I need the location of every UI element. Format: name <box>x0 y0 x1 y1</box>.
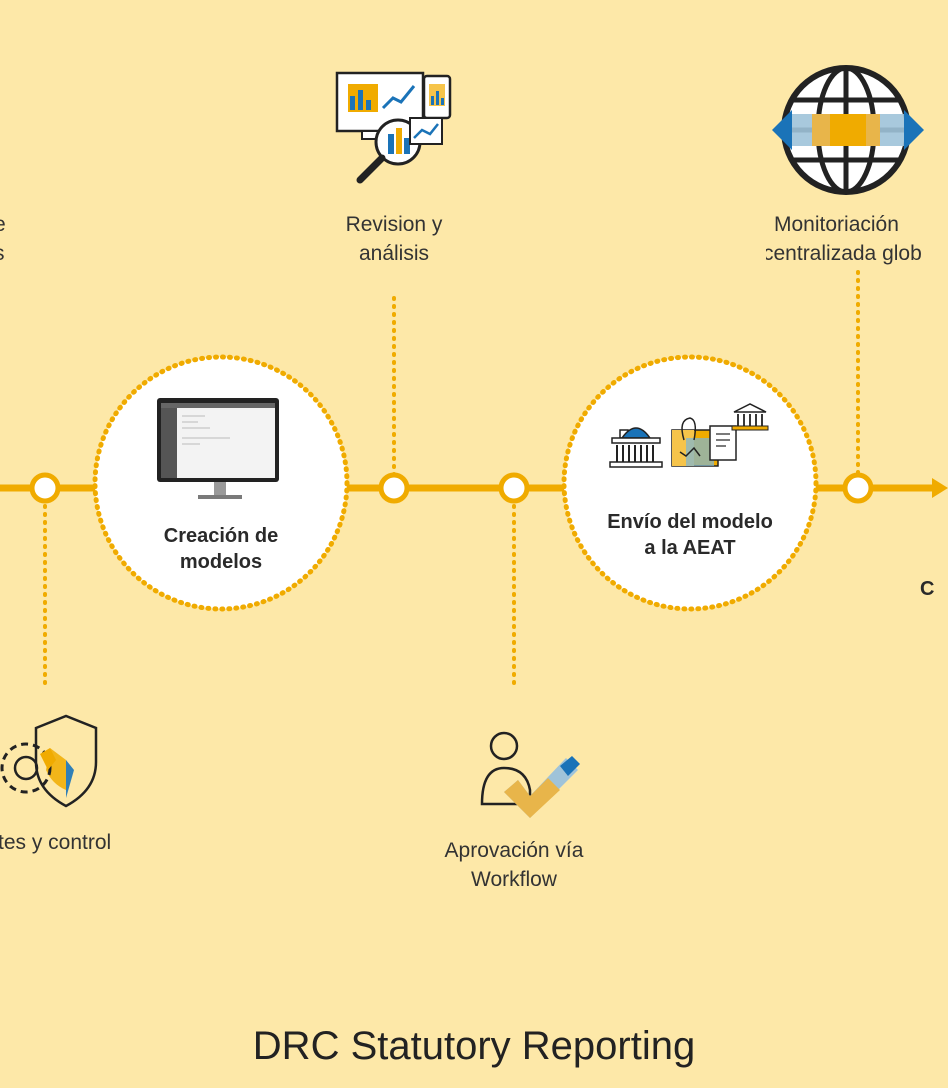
monitor-screen-icon <box>157 398 279 499</box>
step-label-aprovacion: Aprovación vía Workflow <box>404 836 624 894</box>
step-label-line: Creación de <box>163 525 279 547</box>
timeline-node <box>842 472 874 504</box>
step-label-partial-top: e s <box>0 210 6 268</box>
step-label-monitor: Monitoriación centralizada glob <box>766 210 948 268</box>
step-label-line: centralizada glob <box>766 242 922 265</box>
analytics-dashboard-icon <box>335 71 452 184</box>
timeline-arrow-icon <box>932 478 948 498</box>
step-label-envio: Envío del modelo a la AEAT <box>580 509 800 561</box>
step-label-line: modelos <box>179 551 263 573</box>
step-label-line: Revision y <box>345 213 443 236</box>
step-label-line: a la AEAT <box>644 537 736 559</box>
shield-gear-icon <box>0 714 98 808</box>
timeline-node <box>378 472 410 504</box>
timeline-node <box>29 472 61 504</box>
step-label-revision: Revision y análisis <box>314 210 474 268</box>
timeline-node <box>498 472 530 504</box>
step-label-ajustes: tes y control <box>0 831 112 854</box>
step-label-line: Monitoriación <box>774 213 899 236</box>
diagram-title: DRC Statutory Reporting <box>252 1024 696 1068</box>
step-label-line: Aprovación vía <box>444 839 584 862</box>
user-check-icon <box>480 731 580 818</box>
step-circle-envio <box>561 354 819 612</box>
globe-icon <box>772 65 924 195</box>
step-label-line: análisis <box>358 242 430 265</box>
step-label-line: Workflow <box>471 868 557 891</box>
step-label-creacion: Creación de modelos <box>121 523 321 575</box>
government-document-icon <box>609 403 769 468</box>
step-label-partial-right: C <box>920 578 935 600</box>
step-label-line: Envío del modelo <box>607 511 773 533</box>
